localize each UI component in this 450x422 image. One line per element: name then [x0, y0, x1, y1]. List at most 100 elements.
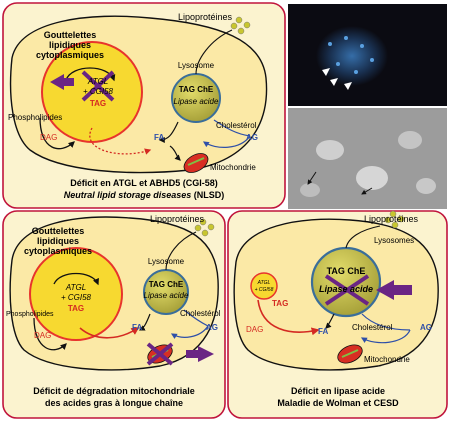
tag-label: TAG [272, 299, 288, 308]
cgi58-label: + CGI58 [61, 293, 92, 302]
lysosome-label: Lysosome [148, 257, 185, 266]
lysosome-enlarged [310, 246, 382, 318]
tag-label: TAG [90, 99, 106, 108]
endocytosis-path [165, 231, 197, 271]
caption-line-1: Déficit en lipase acide [291, 386, 385, 396]
lipoprotein-dot [389, 210, 397, 218]
tag-label: TAG [68, 304, 84, 313]
vacuole [398, 131, 422, 149]
mitochondrion-crista [187, 157, 205, 166]
lipoprotein-dot [230, 22, 238, 30]
ag-label: AG [246, 133, 258, 142]
micrograph-electron [288, 108, 447, 209]
ag-label: AG [206, 323, 218, 332]
fa-to-mito-arrow [169, 145, 181, 161]
lipase-acide-label: Lipase acide [144, 291, 189, 300]
lipoprotein-dot [243, 21, 251, 29]
dag-arrow [33, 317, 67, 351]
caption-rest-part: (NLSD) [191, 190, 224, 200]
lipoprotein-dot [235, 16, 243, 24]
lipoprotein-dot [237, 27, 245, 35]
arrowhead-marker [330, 78, 338, 86]
lipid-droplet [29, 247, 123, 341]
fa-label: FA [318, 327, 328, 336]
dag-label: DAG [34, 331, 51, 340]
tag-che-label: TAG ChE [149, 280, 184, 289]
tag-che-label: TAG ChE [327, 266, 366, 276]
droplet-title-line-1: Gouttelettes [32, 226, 85, 236]
dag-label: DAG [246, 325, 263, 334]
caption-line-2: Neutral lipid storage diseases (NLSD) [64, 190, 225, 200]
dag-arrow [39, 117, 75, 150]
lipase-acide-label: Lipase acide [174, 97, 219, 106]
panel-bottom-left: Gouttelettes lipidiques cytoplasmiques A… [2, 210, 226, 419]
vacuole [300, 183, 320, 197]
lysosome-fa-arrow [158, 121, 179, 143]
speck [344, 36, 348, 40]
lipoprotein-dot [201, 229, 209, 237]
lipoproteines-label: Lipoprotéines [178, 12, 233, 22]
speck [354, 70, 358, 74]
vacuole [416, 178, 436, 194]
stained-cell [316, 26, 388, 86]
block-arrow-right [186, 346, 214, 362]
mitochondrion-crista [341, 349, 359, 358]
caption-line-1: Déficit en ATGL et ABHD5 (CGI-58) [70, 178, 218, 188]
block-arrow-left [50, 74, 74, 90]
lipid-droplet [250, 272, 278, 300]
lysosome-label: Lysosome [178, 61, 215, 70]
cholesterol-label: Cholestérol [180, 309, 221, 318]
tag-che-label: TAG ChE [179, 85, 214, 94]
mitochondrie-label: Mitochondrie [364, 355, 410, 364]
atgl-label: ATGL [65, 283, 86, 292]
phospholipides-label: Phospholipides [6, 311, 54, 318]
lipolysis-arrow [53, 272, 99, 286]
endocytosis-path [195, 29, 233, 75]
ag-arrow [203, 135, 251, 148]
vacuole [316, 140, 344, 160]
lipoprotein-dot [384, 216, 392, 224]
panel-top-left: Gouttelettes lipidiques cytoplasmiques A… [2, 2, 286, 209]
arrowhead-marker [322, 68, 330, 76]
arrowhead-marker [344, 82, 352, 90]
block-cross-2 [324, 274, 370, 306]
ag-arrow [170, 325, 209, 340]
caption-line-2: des acides gras à longue chaîne [45, 398, 183, 408]
caption-italic-part: Neutral lipid storage diseases [64, 190, 192, 200]
atgl-label: ATGL [87, 77, 108, 86]
caption-line-1: Déficit de dégradation mitochondriale [33, 386, 195, 396]
lysosomes-label: Lysosomes [374, 236, 414, 245]
lipoprotein-dot [207, 223, 215, 231]
lipoproteines-label: Lipoprotéines [364, 214, 419, 224]
cgi58-label: + CGI58 [83, 87, 114, 96]
cholesterol-label: Cholestérol [352, 323, 393, 332]
block-cross-2 [146, 342, 174, 366]
lipoprotein-dot [194, 224, 202, 232]
cholesterol-path [213, 119, 251, 137]
fa-label: FA [132, 323, 142, 332]
speck [328, 42, 332, 46]
atgl-label: ATGL [257, 280, 271, 286]
droplet-title-line-2: lipidiques [37, 236, 79, 246]
vacuole [356, 166, 388, 190]
fa-reesterification-arrow [257, 299, 320, 336]
cholesterol-path [361, 313, 411, 331]
caption-line-2: Maladie de Wolman et CESD [277, 398, 399, 408]
cgi58-label: + CGI58 [255, 287, 274, 293]
lipoprotein-dot [391, 221, 399, 229]
lipase-acide-label: Lipase acide [319, 284, 373, 294]
pointer-arrow [307, 171, 317, 185]
droplet-title-line-1: Gouttelettes [44, 30, 97, 40]
ag-arrow [360, 329, 411, 344]
speck [336, 62, 340, 66]
lysosome-fa-arrow [138, 313, 151, 331]
dag-label: DAG [40, 133, 57, 142]
block-cross-2 [81, 70, 115, 102]
droplet-title-line-2: lipidiques [49, 40, 91, 50]
lipoproteines-label: Lipoprotéines [150, 214, 205, 224]
phospholipides-label: Phospholipides [8, 113, 62, 122]
cholesterol-path [183, 309, 209, 327]
mitochondrie-label: Mitochondrie [210, 163, 256, 172]
ag-label: AG [420, 323, 432, 332]
